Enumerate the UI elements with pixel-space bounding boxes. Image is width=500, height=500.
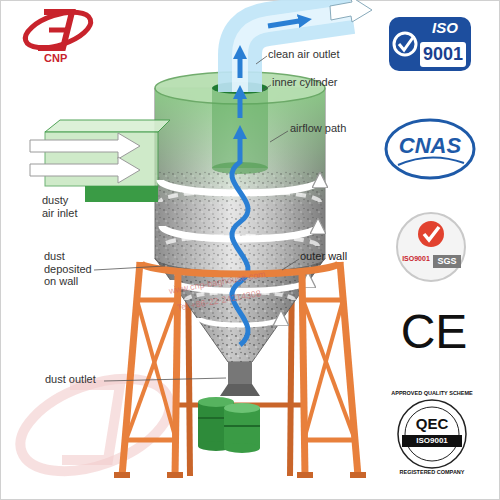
part-label: dust outlet: [45, 373, 115, 386]
dust-outlet-pipe: [228, 362, 252, 384]
support-rail: [126, 438, 176, 443]
vortex-arrow: [268, 20, 305, 26]
badge-emblem: [399, 36, 414, 50]
badge-text: 9001: [420, 44, 466, 65]
badge-shape: [397, 210, 465, 284]
badge-outline: [386, 120, 474, 178]
badge-text: CNAS: [392, 133, 468, 158]
badge-text: REGISTERED COMPANY: [388, 469, 476, 475]
support-leg: [340, 262, 358, 476]
vortex-arrow: [232, 132, 248, 345]
badge-text: ISO9001: [404, 436, 460, 445]
badge-text: SGS: [433, 256, 461, 266]
certification-badge: APPROVED QUALITY SCHEMEQECISO9001REGISTE…: [388, 390, 476, 476]
support-leg: [122, 262, 140, 476]
badge-text: ISO: [422, 19, 468, 36]
certification-badge: CNAS: [384, 118, 476, 180]
badge-shape: [388, 390, 476, 476]
badge-text: QEC: [410, 415, 454, 432]
cross-brace: [304, 300, 343, 440]
badge-emblem: [418, 221, 444, 247]
part-label: inner cylinder: [272, 76, 372, 89]
badge-text: APPROVED QUALITY SCHEME: [382, 390, 482, 396]
part-label: outer wall: [300, 250, 380, 263]
support-rail: [304, 438, 355, 443]
inlet-duct: [45, 120, 170, 132]
badge-outline: [397, 213, 465, 281]
support-rail: [303, 298, 343, 303]
leader-line: [94, 266, 165, 270]
dust-drum: [224, 425, 260, 427]
watermark-logo: [62, 385, 120, 460]
dust-drum: [224, 443, 260, 453]
leader-line: [282, 259, 299, 270]
badge-outline: [389, 17, 471, 71]
cross-brace: [303, 300, 355, 440]
leader-line: [104, 378, 226, 381]
outer-wall: [155, 88, 325, 272]
certification-mark: CE: [396, 308, 472, 356]
cross-brace: [126, 300, 177, 440]
logo-text: CNP: [44, 52, 88, 65]
badge-panel: [402, 435, 462, 447]
badge-emblem: [394, 33, 416, 55]
part-label: airflow path: [290, 122, 390, 135]
support-foot: [114, 472, 130, 478]
support-rail: [137, 298, 177, 303]
badge-text: ISO9001: [398, 255, 434, 263]
badge-emblem: [424, 227, 439, 240]
badge-panel: [433, 255, 461, 268]
vortex-arrow: [238, 52, 243, 78]
dust-drum: [224, 403, 260, 413]
inflow-arrow: [30, 133, 140, 159]
support-foot: [167, 472, 183, 478]
dust-drum: [224, 408, 260, 448]
certification-badge: ISO 9001: [388, 16, 472, 72]
part-label: dusty air inlet: [42, 194, 80, 219]
vortex-arrow: [238, 92, 243, 118]
leader-line: [256, 56, 267, 64]
company-logo: [49, 28, 68, 33]
leader-line: [262, 85, 271, 91]
inflow-arrow: [30, 157, 140, 183]
dust-outlet-pipe: [220, 384, 260, 396]
badge-outline: [405, 407, 459, 461]
inlet-duct: [85, 186, 158, 202]
support-foot: [350, 472, 366, 478]
airflow-arrow: [162, 236, 318, 246]
certification-badge: ISO9001SGS: [397, 210, 465, 284]
badge-outline: [398, 400, 466, 468]
badge-panel: [420, 42, 466, 67]
badge-emblem: [398, 157, 464, 165]
support-foot: [297, 472, 313, 478]
part-label: clean air outlet: [268, 48, 378, 61]
leader-line: [270, 131, 288, 142]
airflow-arrow: [199, 318, 281, 325]
company-logo: [21, 5, 95, 55]
company-logo: [38, 12, 72, 48]
outflow-arrow: [330, 0, 372, 22]
part-label: dust deposited on wall: [44, 250, 94, 288]
